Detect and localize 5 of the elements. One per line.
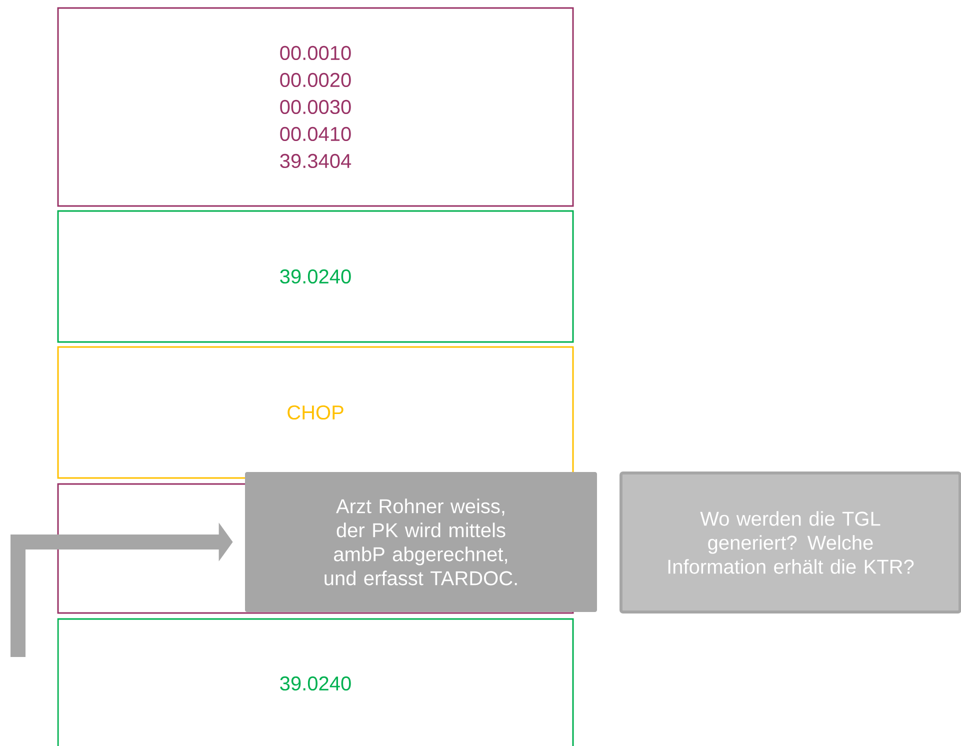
note-box: Arzt Rohner weiss, der PK wird mittels ambP abgerechnet, und erfasst TARDOC. xyxy=(245,472,597,612)
code-box: 39.0240 xyxy=(57,618,574,746)
question-box: Wo werden die TGL generiert? Welche Information erhält die KTR? xyxy=(620,471,961,614)
code-box: 00.0010 00.0020 00.0030 00.0410 39.3404 xyxy=(57,7,574,207)
code-box: 39.0240 xyxy=(57,210,574,343)
